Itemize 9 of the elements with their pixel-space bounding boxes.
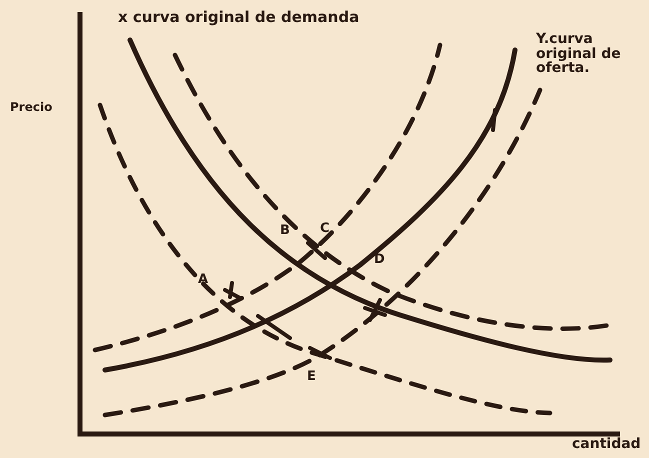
curve-label: x curva original de demanda (118, 10, 360, 26)
point-label: B (280, 224, 290, 238)
point-label: A (198, 273, 208, 287)
point-label: C (320, 222, 330, 236)
axis-label: cantidad (572, 437, 641, 452)
point-label: E (307, 370, 316, 384)
point-label: D (374, 253, 385, 267)
curve-label: Y.curva original de oferta. (536, 32, 622, 76)
axis-label: Precio (10, 101, 52, 114)
